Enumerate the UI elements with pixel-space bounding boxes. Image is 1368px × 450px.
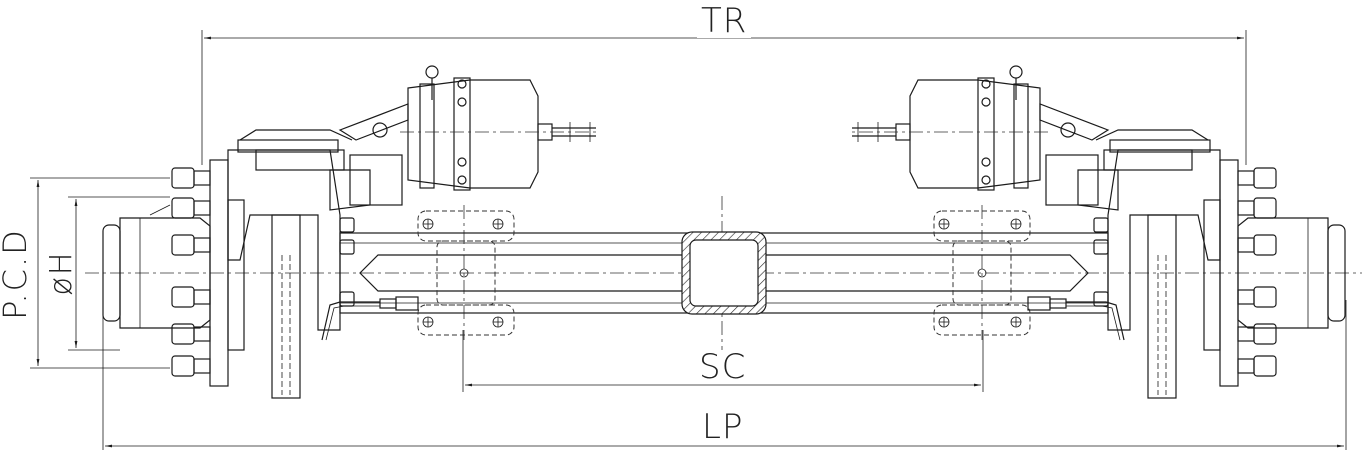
tr-dimension-label: TR (697, 4, 752, 38)
sc-dimension-label: SC (699, 347, 747, 387)
lp-dimension-label: LP (698, 410, 748, 444)
h-dimension-label: øH (44, 250, 79, 296)
brake-chamber-left (338, 65, 600, 191)
spring-seat-right (933, 210, 1031, 336)
wheel-bolts-left (171, 167, 211, 377)
spring-seat-left (417, 210, 515, 336)
beam-cross-section (681, 231, 767, 315)
wheel-end-right (1045, 129, 1346, 399)
wheel-end-left (102, 129, 403, 399)
dimension-lines (30, 30, 1347, 450)
brake-cable-right (1027, 296, 1125, 341)
brake-cable-left (321, 296, 419, 341)
wheel-bolts-right (1237, 167, 1277, 377)
pcd-dimension-label: P.C.D (0, 228, 34, 320)
brake-chamber-right (848, 65, 1110, 191)
